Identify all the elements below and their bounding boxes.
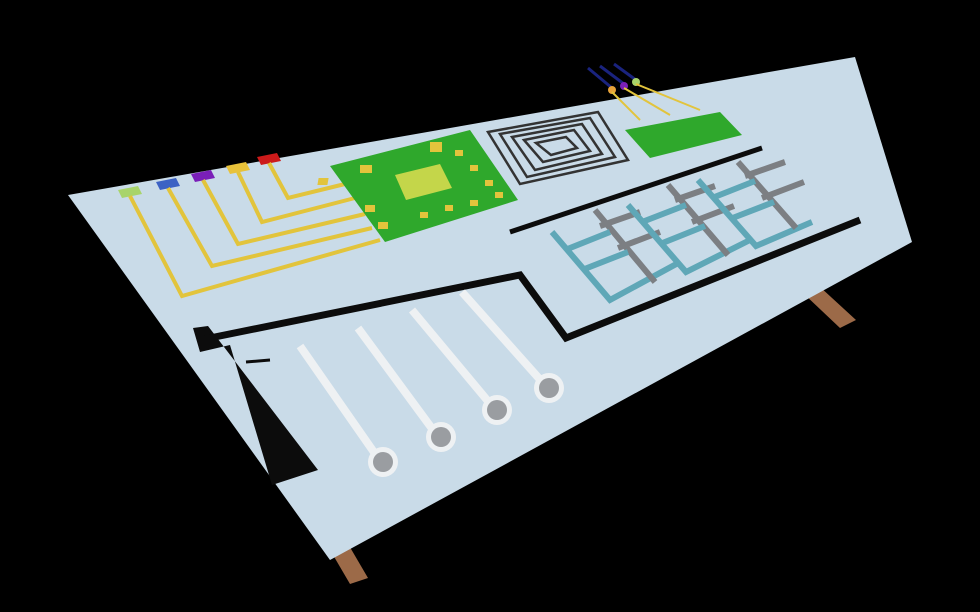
microchip [317,130,518,242]
temperature-sensor-2 [354,325,456,452]
pad-purple [620,82,628,90]
small-board-traces [611,83,701,121]
temperature-sensor-4 [459,289,564,403]
black-trace [193,145,862,485]
temperature-sensor-3 [408,307,512,425]
interdigitated-electrodes [549,159,814,304]
pad-orange [608,86,616,94]
top-leads [587,62,637,90]
electrode-3 [695,159,814,250]
temperature-sensors [296,289,564,477]
gold-traces [128,162,381,299]
spiral-coil [485,110,630,186]
contact-pads [118,153,281,198]
temperature-sensor-1 [296,343,398,477]
small-circuit-board [625,112,742,158]
